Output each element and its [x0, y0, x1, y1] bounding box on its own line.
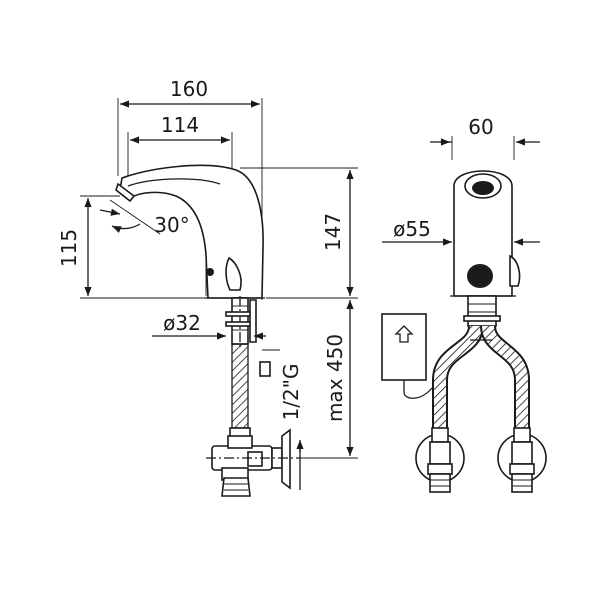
dimension-spout-reach: 114	[127, 113, 233, 300]
dimension-label-30: 30°	[154, 213, 189, 237]
angle-valve-right	[497, 427, 547, 493]
supply-hoses-front	[432, 324, 530, 430]
dimension-width-total: 160	[117, 77, 263, 300]
front-view: 60 ø55	[381, 115, 547, 493]
dimension-height-spout: 115	[57, 195, 205, 299]
dimension-label-thread: 1/2"G	[279, 364, 303, 421]
dimension-label-32: ø32	[163, 311, 201, 335]
mounting-shank-front	[463, 295, 501, 327]
angle-valve-left	[415, 427, 465, 493]
angle-valve-side	[206, 428, 300, 497]
dimension-hose-length: max 450	[300, 300, 358, 459]
dimension-label-60: 60	[468, 115, 493, 139]
dimension-base-diameter: ø32	[152, 311, 266, 340]
dimension-label-114: 114	[161, 113, 199, 137]
mounting-shank	[225, 296, 271, 377]
dimension-label-160: 160	[170, 77, 208, 101]
faucet-body-side	[115, 164, 265, 299]
side-view: 160 114 30°	[57, 77, 358, 497]
dimension-label-115: 115	[57, 229, 81, 267]
dimension-spout-angle: 30°	[99, 199, 190, 237]
dimension-label-55: ø55	[393, 217, 431, 241]
faucet-body-front	[450, 170, 521, 297]
dimension-body-diameter: ø55	[382, 217, 540, 246]
dimension-label-147: 147	[321, 213, 345, 251]
dimension-height-total: 147	[240, 167, 358, 299]
dimension-label-450: max 450	[323, 334, 347, 422]
control-box	[381, 313, 433, 399]
supply-hose-side	[229, 343, 251, 439]
dimension-body-width: 60	[430, 115, 540, 160]
dimension-thread: 1/2"G	[262, 349, 304, 490]
